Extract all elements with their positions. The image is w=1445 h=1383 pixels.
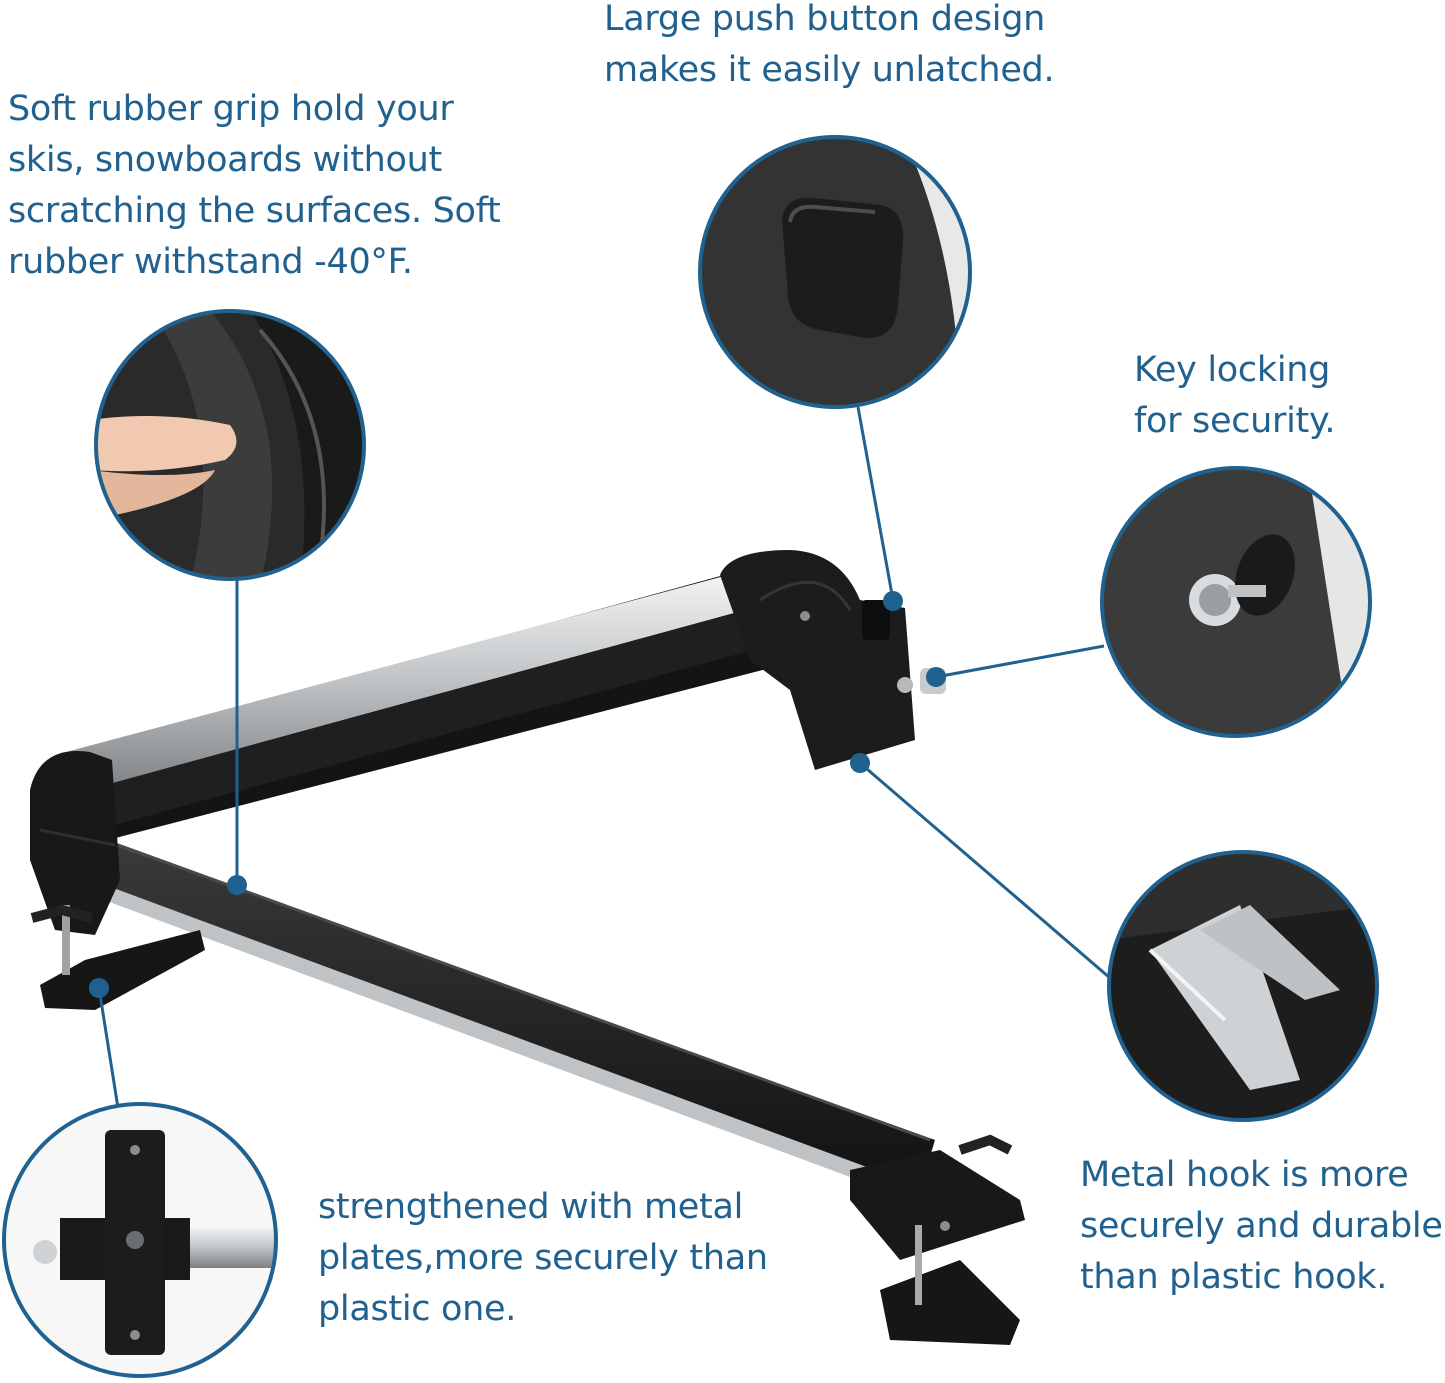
right-foot (850, 1134, 1025, 1345)
dot-grip (227, 875, 247, 895)
caption-key-lock: Key locking for security. (1134, 350, 1336, 441)
caption-metal-plates: strengthened with metal plates,more secu… (318, 1187, 768, 1329)
lower-arm (100, 840, 935, 1200)
caption-metal-hook: Metal hook is more securely and durable … (1080, 1155, 1443, 1297)
detail-circle-push-button (698, 135, 972, 409)
caption-push-button: Large push button design makes it easily… (604, 0, 1055, 90)
dot-hook (850, 753, 870, 773)
callout-dots (89, 591, 946, 998)
left-foot (30, 904, 205, 1010)
detail-circle-metal-plate (2, 1102, 278, 1378)
detail-circle-key-lock (1100, 466, 1372, 738)
ski-rack (30, 550, 1025, 1345)
lock-head (720, 550, 946, 770)
detail-circle-rubber-grip (94, 309, 366, 581)
detail-circle-metal-hook (1107, 850, 1379, 1122)
dot-button (883, 591, 903, 611)
upper-arm (66, 572, 770, 842)
caption-rubber-grip: Soft rubber grip hold your skis, snowboa… (8, 89, 501, 282)
dot-plate (89, 978, 109, 998)
callout-lines (97, 406, 1111, 1109)
dot-lock (926, 667, 946, 687)
left-hinge (30, 751, 120, 935)
